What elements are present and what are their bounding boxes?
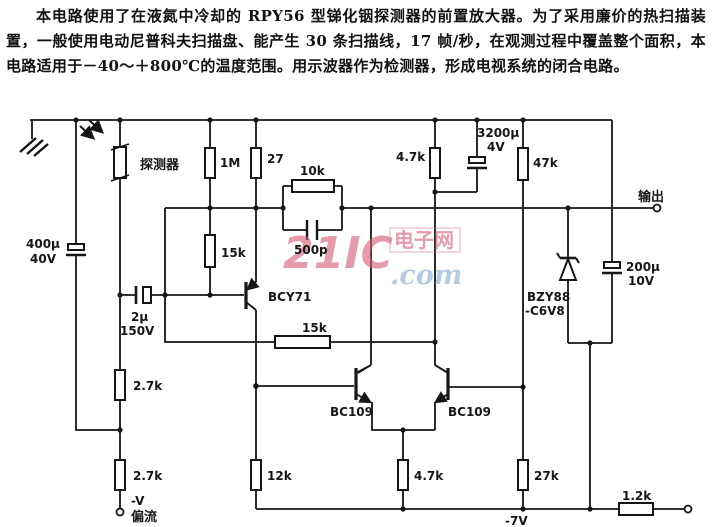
resistor-2k7-upper: [114, 369, 126, 401]
transistors: [244, 252, 580, 404]
label-400u-v: 40V: [30, 252, 57, 266]
label-4k7-bot: 4.7k: [414, 469, 444, 483]
label-zener-2: -C6V8: [525, 304, 565, 318]
resistor-27: [250, 147, 262, 179]
transistor-bcy71: [244, 277, 260, 311]
resistor-1m: [204, 147, 216, 179]
label-2k7-up: 2.7k: [133, 379, 163, 393]
detector-element: [113, 146, 127, 179]
label-10k: 10k: [300, 164, 326, 178]
resistor-1k2: [618, 502, 654, 516]
label-200u: 200μ: [626, 260, 660, 274]
resistor-47k: [517, 147, 529, 181]
resistor-15k-feedback: [274, 335, 331, 349]
output-terminal: [652, 203, 662, 213]
resistor-12k: [250, 459, 262, 491]
bottom-right-terminal: [683, 504, 693, 514]
transistor-bc109-right: [433, 364, 450, 404]
terminals: [115, 203, 693, 517]
label-bias-cn: 偏流: [131, 509, 157, 525]
label-27k: 27k: [534, 469, 560, 483]
zener-diode: [556, 252, 580, 281]
watermark-site: 电子网: [394, 228, 454, 252]
label-12k: 12k: [267, 469, 293, 483]
label-detector: 探测器: [140, 157, 180, 173]
label-4k7-top: 4.7k: [396, 150, 426, 164]
label-15k-fb: 15k: [302, 321, 328, 335]
resistor-15k-vert: [204, 234, 216, 268]
circuit-description-paragraph: 本电路使用了在液氮中冷却的 RPY56 型锑化铟探测器的前置放大器。为了采用廉价…: [6, 7, 706, 75]
wires: [30, 119, 684, 510]
label-500p: 500p: [294, 243, 328, 257]
resistor-10k: [291, 179, 335, 193]
label-bc109-right: BC109: [448, 405, 491, 419]
light-arrows-icon: [79, 119, 105, 140]
ground-icon: [19, 137, 49, 157]
resistor-4k7-top: [429, 147, 441, 179]
label-3200u-v: 4V: [487, 140, 505, 154]
label-3200u: 3200μ: [477, 126, 519, 140]
label-1k2: 1.2k: [622, 489, 652, 503]
label-bias-v: -V: [131, 494, 145, 508]
wire-3200u: [435, 120, 478, 193]
wire-200u-column: [568, 120, 613, 509]
label-bc109-left: BC109: [330, 405, 373, 419]
label-2k7-low: 2.7k: [133, 469, 163, 483]
bias-terminal: [115, 507, 125, 517]
watermark-suffix: .com: [390, 260, 462, 291]
label-47k: 47k: [533, 156, 559, 170]
cap-400u: [67, 243, 85, 251]
transistor-bc109-left: [354, 364, 373, 404]
capacitors: [66, 156, 622, 304]
wire-q2-emitter: [371, 402, 435, 509]
label-200u-v: 10V: [628, 274, 655, 288]
label-400u: 400μ: [26, 237, 60, 251]
junction-dots: [73, 117, 593, 512]
resistors: [110, 143, 654, 516]
label-2u-v: 150V: [120, 324, 155, 338]
watermark-brand: 21IC: [283, 228, 393, 279]
resistor-2k7-lower: [114, 459, 126, 491]
label-15k-vert: 15k: [221, 246, 247, 260]
watermark: 21IC 电子网 .com: [283, 227, 462, 291]
cap-3200u: [468, 156, 486, 164]
label-27: 27: [267, 152, 284, 166]
wire-feedback-line: [164, 208, 435, 343]
labels: 探测器 400μ 40V 1M 27 10k 500p 4.7k 3200μ 4…: [26, 126, 664, 527]
resistor-27k: [517, 459, 529, 491]
label-bcy71: BCY71: [268, 290, 311, 304]
resistor-4k7-bottom: [397, 459, 409, 491]
label-zener-1: BZY88: [527, 290, 570, 304]
label-neg7v: -7V: [505, 514, 528, 527]
cap-200u: [603, 261, 621, 269]
label-1m: 1M: [220, 156, 240, 170]
label-output: 输出: [638, 189, 664, 205]
wire-400u-column: [75, 120, 120, 431]
label-2u: 2μ: [131, 310, 148, 324]
